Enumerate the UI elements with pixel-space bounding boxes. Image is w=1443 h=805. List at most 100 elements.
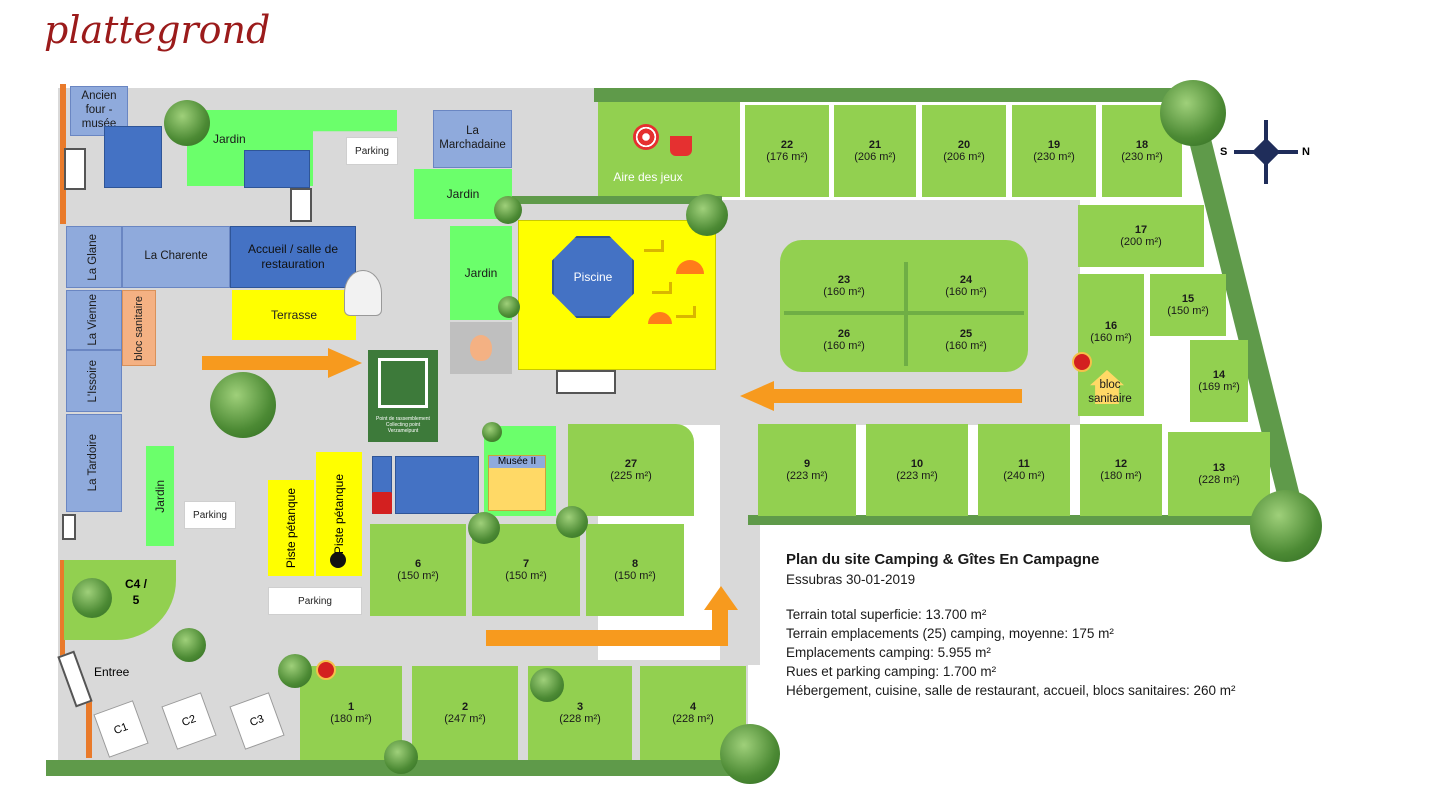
aire-des-jeux-label: Aire des jeux — [613, 170, 683, 184]
building-la-glane: La Glane — [66, 226, 122, 288]
tree-icon — [384, 740, 418, 774]
gate-icon-west — [64, 148, 86, 190]
plot-14[interactable]: 14(169 m²) — [1190, 340, 1248, 422]
beach-ball-icon — [633, 124, 659, 150]
tree-icon — [72, 578, 112, 618]
sand-bucket-icon — [670, 136, 692, 156]
fire-pit — [450, 322, 512, 374]
tree-icon — [278, 654, 312, 688]
plot-20[interactable]: 20(206 m²) — [922, 105, 1006, 197]
assembly-point-icon — [378, 358, 428, 408]
label-c45: C4 / 5 — [124, 577, 147, 607]
plot-16[interactable]: 16(160 m²) — [1078, 274, 1144, 416]
parasol-icon-1 — [676, 260, 704, 274]
plot-25[interactable]: 25(160 m²) — [945, 328, 987, 352]
building-blue-large — [395, 456, 479, 514]
fence-south — [86, 700, 92, 758]
building-l-issoire: L'Issoire — [66, 350, 122, 412]
building-la-charente: La Charente — [122, 226, 230, 288]
deck-chair-icon-2 — [652, 282, 672, 294]
building-accueil: Accueil / salle de restauration — [230, 226, 356, 288]
compass-s-label: S — [1220, 146, 1228, 158]
deck-chair-icon-1 — [644, 240, 664, 252]
hedge-north — [594, 88, 1194, 102]
bloc-sanitaire-east: bloc sanitaire — [1088, 379, 1132, 406]
bloc-sanitaire-west: bloc sanitaire — [122, 290, 156, 366]
tree-icon — [482, 422, 502, 442]
plot-10[interactable]: 10(223 m²) — [866, 424, 968, 516]
site-info-line: Terrain total superficie: 13.700 m² — [786, 607, 987, 622]
arrow-east — [202, 356, 332, 370]
building-la-vienne: La Vienne — [66, 290, 122, 350]
plot-1[interactable]: 1(180 m²) — [300, 666, 402, 760]
tree-icon — [1250, 490, 1322, 562]
gate-icon-north — [290, 188, 312, 222]
tree-icon — [556, 506, 588, 538]
plot-12[interactable]: 12(180 m²) — [1080, 424, 1162, 516]
plot-2[interactable]: 2(247 m²) — [412, 666, 518, 760]
plot-6[interactable]: 6(150 m²) — [370, 524, 466, 616]
piscine: Piscine — [552, 236, 634, 318]
tree-icon — [530, 668, 564, 702]
tree-icon — [468, 512, 500, 544]
building-musee-ii: Musée II — [488, 455, 546, 511]
arrow-west — [770, 389, 1022, 403]
piste-petanque-1: Piste pétanque — [268, 480, 314, 576]
fire-icon — [470, 335, 492, 361]
aire-des-jeux: Aire des jeux — [598, 102, 740, 197]
plot-19[interactable]: 19(230 m²) — [1012, 105, 1096, 197]
plot-9[interactable]: 9(223 m²) — [758, 424, 856, 516]
tree-icon — [494, 196, 522, 224]
waste-bin-icon — [372, 492, 392, 514]
island-divider-v — [904, 262, 908, 366]
plot-8[interactable]: 8(150 m²) — [586, 524, 684, 616]
parking-label-north: Parking — [346, 137, 398, 165]
plot-17[interactable]: 17(200 m²) — [1078, 205, 1204, 267]
building-ancien-four: Ancien four - musée — [70, 86, 128, 136]
plot-23[interactable]: 23(160 m²) — [823, 274, 865, 298]
gate-icon-pool — [556, 370, 616, 394]
gate-icon-west-2 — [62, 514, 76, 540]
deck-chair-icon-3 — [676, 306, 696, 318]
plot-21[interactable]: 21(206 m²) — [834, 105, 916, 197]
plot-26[interactable]: 26(160 m²) — [823, 328, 865, 352]
plot-27[interactable]: 27(225 m²) — [568, 424, 694, 516]
building-la-tardoire: La Tardoire — [66, 414, 122, 512]
ping-pong-icon — [330, 552, 346, 568]
building-la-marchadaine: La Marchadaine — [433, 110, 512, 168]
tree-icon — [210, 372, 276, 438]
tree-icon — [1160, 80, 1226, 146]
plot-15[interactable]: 15(150 m²) — [1150, 274, 1226, 336]
fire-extinguisher-icon-east — [1072, 352, 1092, 372]
tree-icon — [164, 100, 210, 146]
site-info-line: Emplacements camping: 5.955 m² — [786, 645, 991, 660]
hedge-pool-north — [512, 196, 722, 204]
map-title: plattegrond — [44, 8, 271, 52]
arrow-turn-v — [712, 604, 728, 644]
terrasse: Terrasse — [232, 290, 356, 340]
fence-west-2 — [60, 560, 65, 660]
tree-icon — [172, 628, 206, 662]
plot-22[interactable]: 22(176 m²) — [745, 105, 829, 197]
compass-rose-icon — [1234, 120, 1298, 184]
tree-icon — [720, 724, 780, 784]
entree-label: Entree — [94, 665, 130, 679]
arrow-turn-h — [486, 630, 728, 646]
jardin-west: Jardin — [146, 446, 174, 546]
hedge-mid-south — [748, 515, 1288, 525]
site-info-line: Hébergement, cuisine, salle de restauran… — [786, 683, 1236, 698]
site-info: Plan du site Camping & Gîtes En Campagne… — [786, 551, 1235, 700]
parking-label-west: Parking — [184, 501, 236, 529]
compass-n-label: N — [1302, 146, 1310, 158]
building-jardin-block — [244, 150, 310, 188]
plot-13[interactable]: 13(228 m²) — [1168, 432, 1270, 516]
assembly-point: Point de rassemblement Collecting point … — [368, 350, 438, 442]
tree-icon — [686, 194, 728, 236]
site-info-line: Rues et parking camping: 1.700 m² — [786, 664, 997, 679]
plot-24[interactable]: 24(160 m²) — [945, 274, 987, 298]
site-info-date: Essubras 30-01-2019 — [786, 572, 916, 587]
plot-11[interactable]: 11(240 m²) — [978, 424, 1070, 516]
building-ancien-four-block — [104, 126, 162, 188]
parking-label-south: Parking — [268, 587, 362, 615]
site-info-heading: Plan du site Camping & Gîtes En Campagne — [786, 551, 1100, 568]
